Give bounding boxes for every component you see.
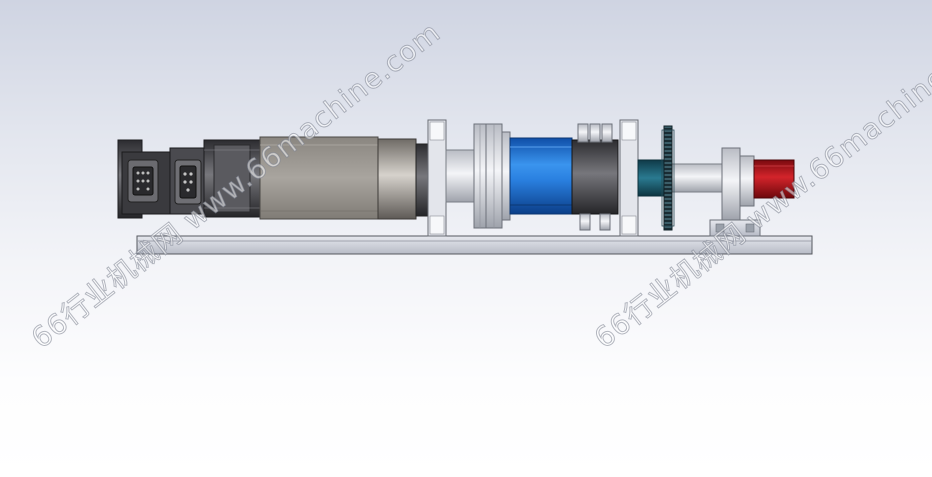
connector-socket-icon: [179, 165, 197, 199]
connector-plug-icon: [132, 166, 154, 196]
pedestal-bearing-block: [709, 147, 761, 237]
bearing-housing: [571, 123, 619, 231]
motor-front-collar: [377, 138, 429, 220]
right-support-bracket: [619, 119, 639, 237]
input-shaft: [445, 149, 475, 203]
left-support-bracket: [427, 119, 447, 237]
blue-coupling-sleeve: [509, 137, 573, 215]
spur-gear: [661, 125, 675, 231]
motor-rear-cover: [203, 139, 261, 218]
output-shaft: [637, 159, 723, 197]
motor-connector-housing: [117, 139, 205, 219]
base-plate: [136, 235, 813, 255]
red-brake-unit: [753, 159, 795, 199]
servo-motor-body: [259, 136, 379, 220]
flange-coupling: [473, 123, 511, 229]
